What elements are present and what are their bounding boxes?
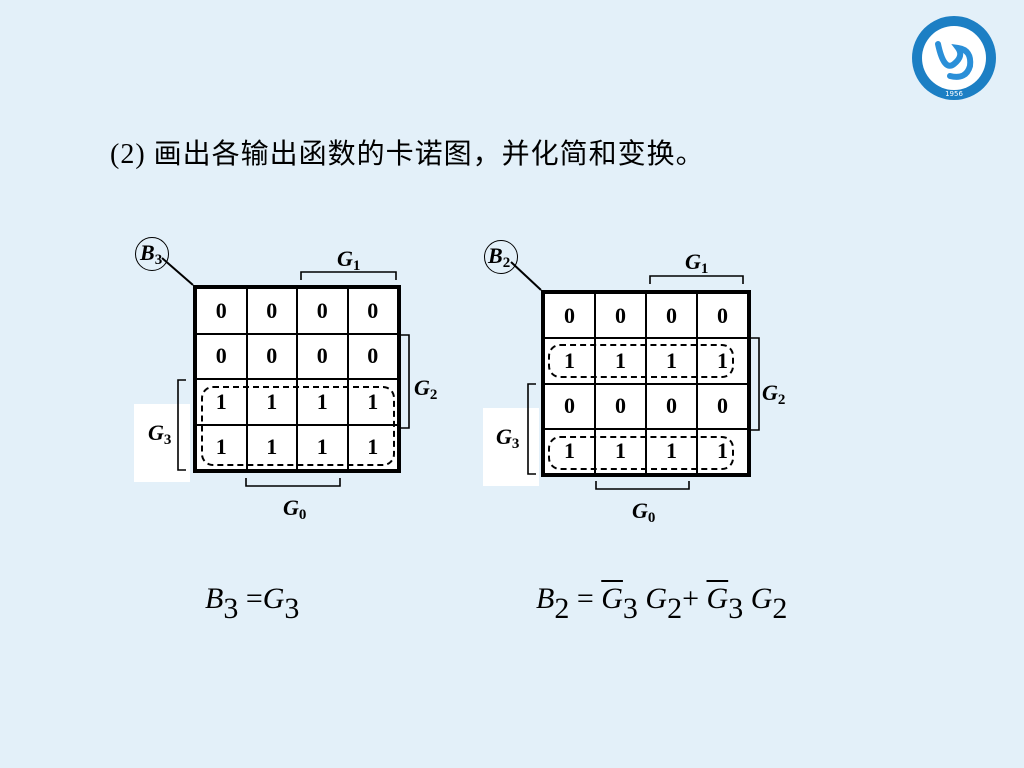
kmap-b2-cell: 0	[595, 383, 646, 429]
kmap-b3-cell: 0	[297, 333, 348, 379]
kmap-b2-g1-label: G1	[685, 249, 709, 277]
kmap-b2-leader-line	[510, 261, 542, 291]
kmap-b2-cell: 0	[646, 383, 697, 429]
kmap-b2-cell: 1	[697, 428, 748, 474]
kmap-b3-cell: 0	[246, 333, 297, 379]
kmap-b2-cell: 1	[544, 428, 595, 474]
kmap-b3-cell: 1	[196, 379, 247, 425]
kmap-b2-output-ring	[484, 240, 518, 274]
kmap-b3-cell: 1	[347, 379, 398, 425]
kmap-b3-g3-bracket	[177, 379, 186, 471]
g3-overbar: G	[706, 582, 729, 615]
logo-year: 1956	[945, 90, 963, 98]
kmap-b3-output-ring	[135, 237, 169, 271]
kmap-b3-cell: 0	[246, 288, 297, 334]
kmap-b3-g2-bracket	[401, 334, 410, 429]
karnaugh-map-b3: 0 0 0 0 0 0 0 0 1 1 1 1 1 1 1 1	[193, 285, 401, 473]
kmap-b2-g2-bracket	[751, 337, 760, 431]
g3-label-background-left	[134, 404, 190, 482]
kmap-b3-g3-label: G3	[148, 420, 172, 448]
kmap-b3-g2-label: G2	[414, 375, 438, 403]
kmap-b2-g1-bracket	[649, 275, 744, 284]
kmap-b3-g1-label: G1	[337, 246, 361, 274]
kmap-b3-cell: 0	[347, 288, 398, 334]
kmap-b2-cell: 0	[697, 383, 748, 429]
kmap-b3-leader-line	[161, 257, 194, 286]
kmap-b2-cell: 0	[595, 293, 646, 339]
kmap-b2-group-loop-top	[548, 344, 734, 378]
kmap-b3-cell: 0	[297, 288, 348, 334]
kmap-b3-g0-bracket	[245, 478, 341, 487]
kmap-b3-group-loop	[201, 386, 395, 466]
kmap-b2-cell: 1	[646, 338, 697, 384]
kmap-b2-g3-bracket	[527, 383, 536, 475]
kmap-b2-cell: 0	[544, 293, 595, 339]
kmap-b2-g0-label: G0	[632, 498, 656, 526]
kmap-b2-cell: 1	[595, 338, 646, 384]
formula-b3: B3 =G3	[205, 582, 300, 625]
kmap-b3-cell: 1	[297, 424, 348, 470]
kmap-b2-g2-label: G2	[762, 380, 786, 408]
kmap-b3-cell: 1	[347, 424, 398, 470]
kmap-b3-cell: 1	[246, 424, 297, 470]
university-logo: 1956	[912, 16, 996, 100]
kmap-b2-output-label: B2	[488, 243, 511, 271]
kmap-b3-cell: 1	[196, 424, 247, 470]
slide-heading: (2) 画出各输出函数的卡诺图，并化简和变换。	[110, 139, 705, 170]
kmap-b2-g0-bracket	[595, 481, 690, 490]
kmap-b3-output-label: B3	[140, 240, 163, 268]
kmap-b2-group-loop-bottom	[548, 436, 734, 470]
kmap-b3-g1-bracket	[300, 271, 397, 280]
kmap-b3-g0-label: G0	[283, 495, 307, 523]
kmap-b2-cell: 1	[595, 428, 646, 474]
kmap-b2-cell: 1	[646, 428, 697, 474]
kmap-b3-cell: 0	[196, 333, 247, 379]
kmap-b2-cell: 1	[697, 338, 748, 384]
kmap-b2-cell: 1	[544, 338, 595, 384]
kmap-b2-g3-label: G3	[496, 424, 520, 452]
kmap-b3-cell: 1	[246, 379, 297, 425]
kmap-b3-cell: 0	[196, 288, 247, 334]
kmap-b3-cell: 1	[297, 379, 348, 425]
formula-b2: B2 = G3 G2+ G3 G2	[536, 582, 788, 625]
g3-complement: G	[601, 582, 623, 615]
kmap-b2-cell: 0	[697, 293, 748, 339]
kmap-b2-cell: 0	[544, 383, 595, 429]
g3-label-background-right	[483, 408, 539, 486]
karnaugh-map-b2: 0 0 0 0 1 1 1 1 0 0 0 0 1 1 1 1	[541, 290, 751, 477]
kmap-b3-cell: 0	[347, 333, 398, 379]
kmap-b2-cell: 0	[646, 293, 697, 339]
